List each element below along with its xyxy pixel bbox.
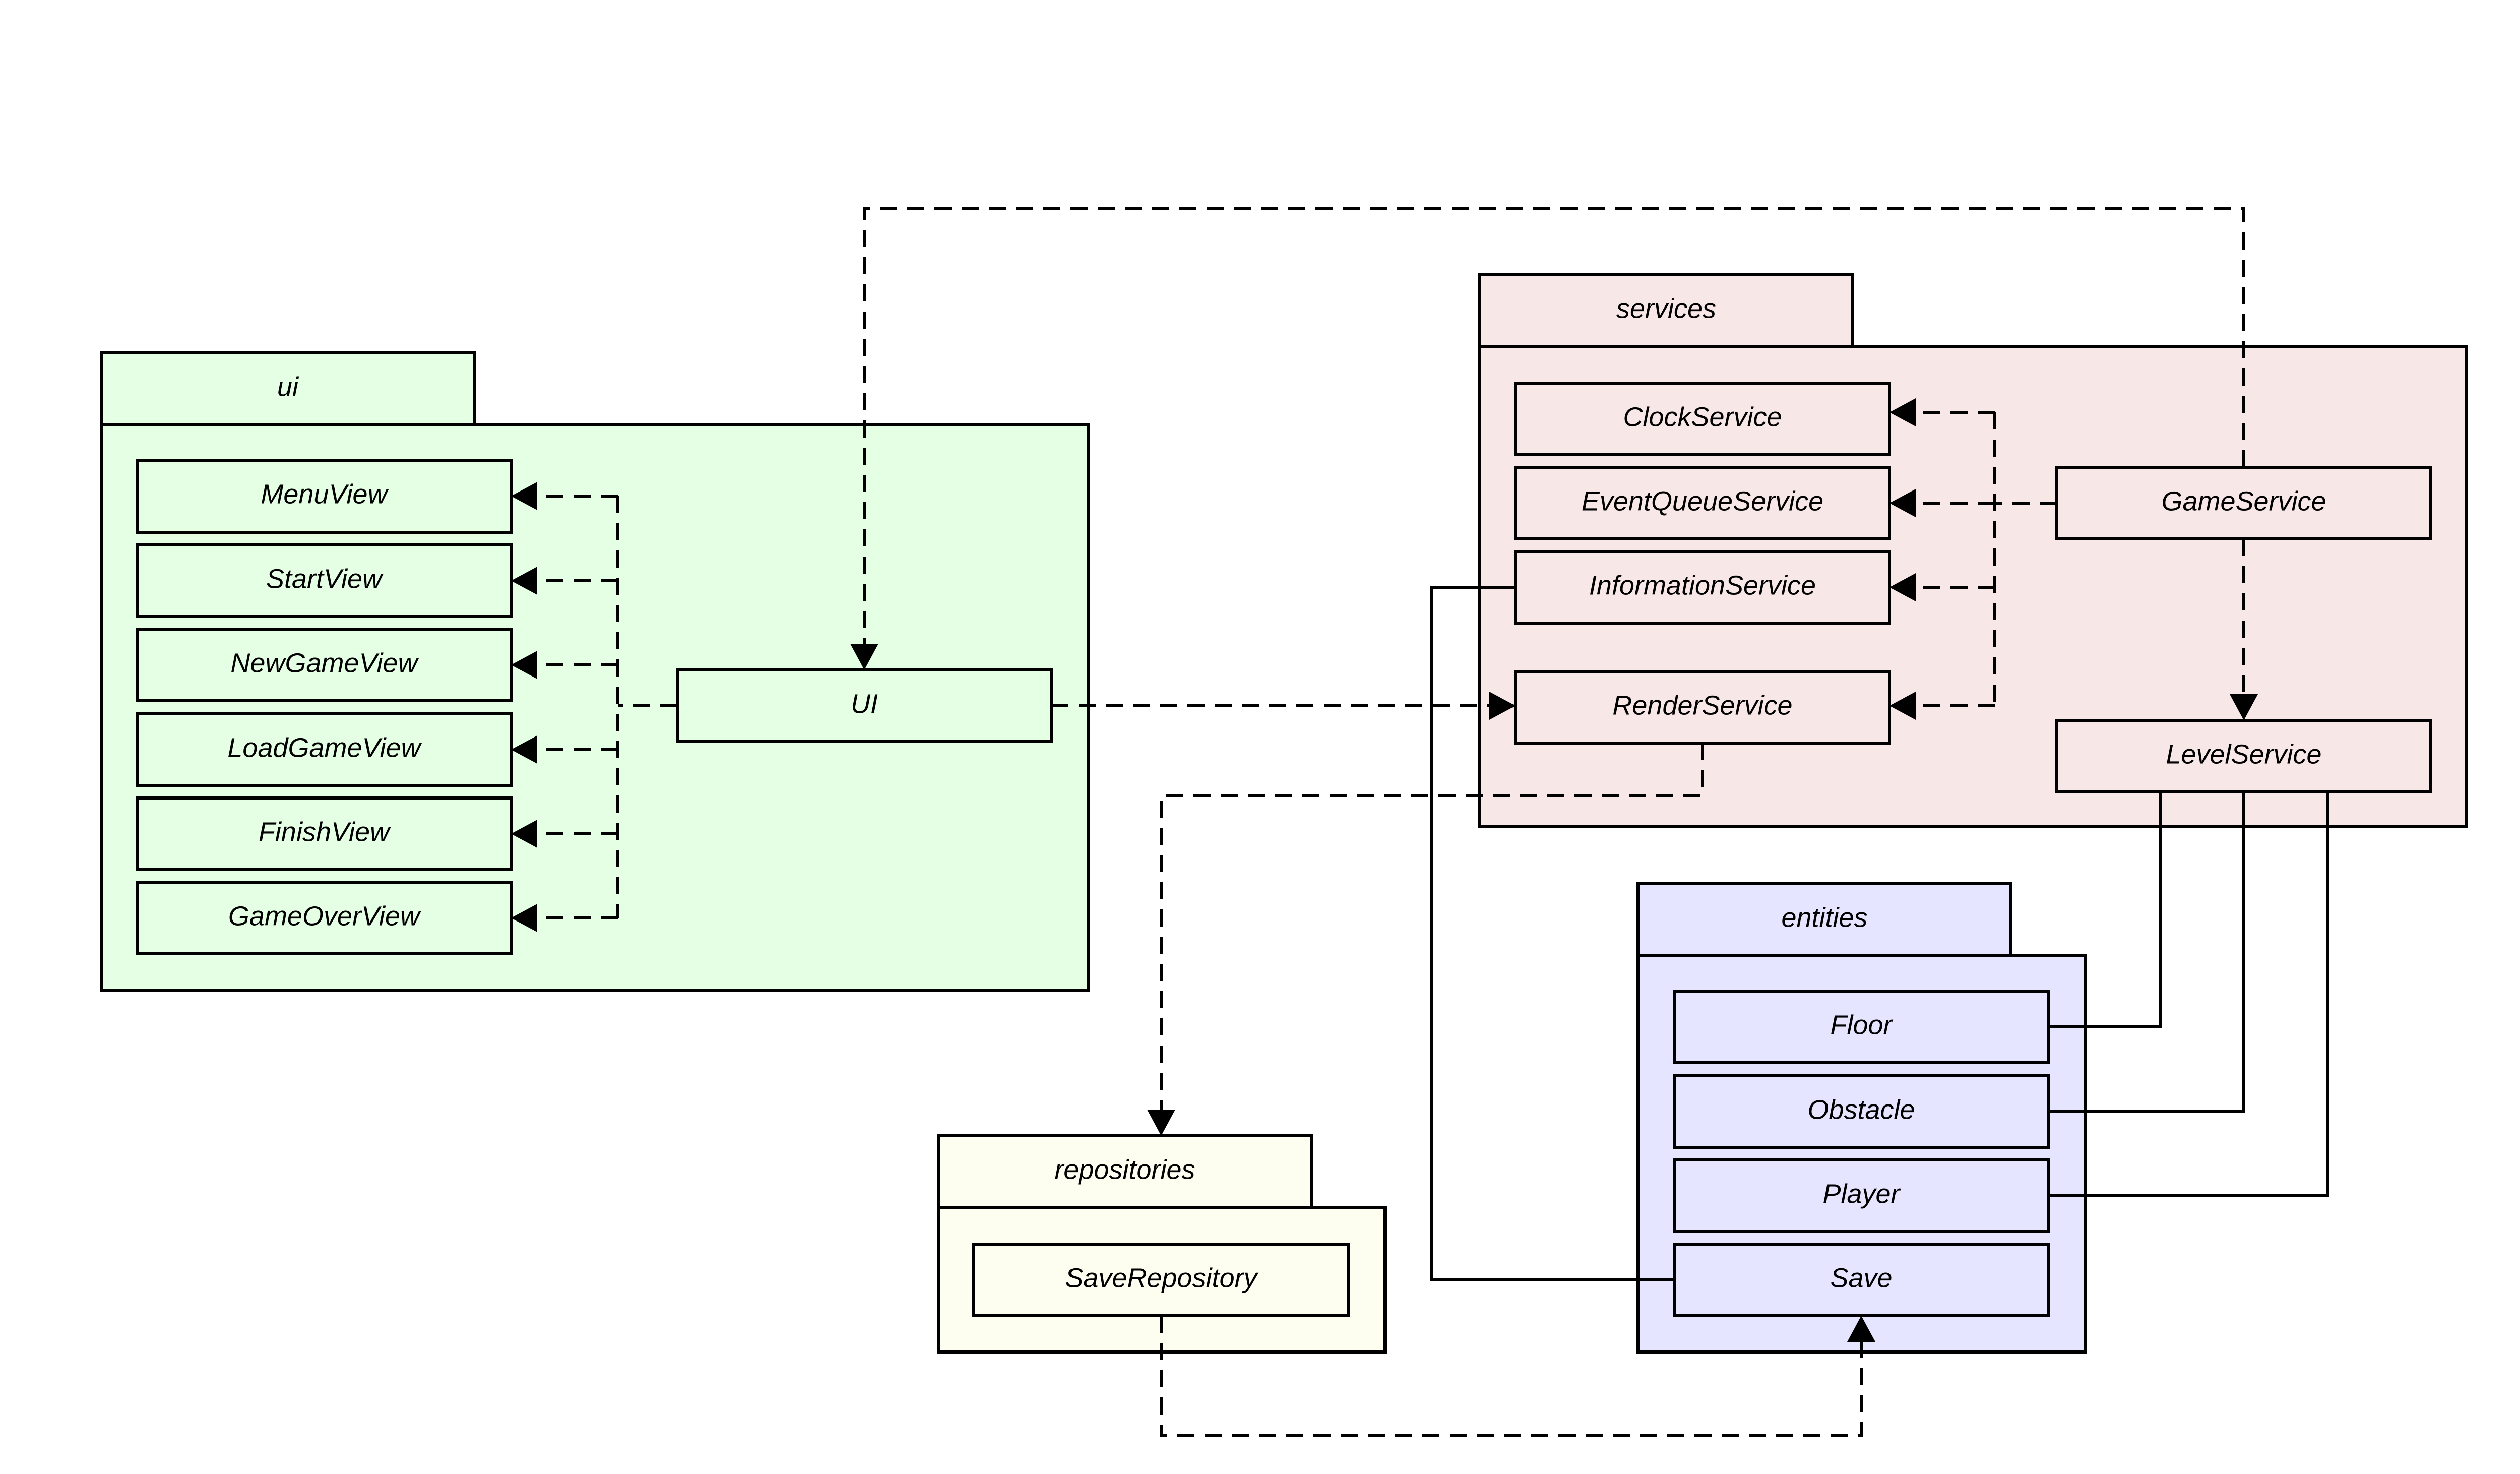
class-start-view[interactable]: StartView [136,543,513,618]
class-level-service[interactable]: LevelService [2055,719,2432,793]
package-ui-name: ui [277,372,299,402]
arrowhead-renderservice [1889,692,1916,720]
class-finish-view[interactable]: FinishView [136,796,513,871]
edge-levelservice-to-floor [2049,792,2162,1028]
class-menu-view-label: MenuView [261,479,389,509]
package-ui-tab [100,351,476,426]
class-player-label: Player [1822,1179,1901,1209]
class-game-service[interactable]: GameService [2055,466,2432,540]
class-save[interactable]: Save [1673,1243,2050,1317]
class-menu-view[interactable]: MenuView [136,459,513,534]
class-level-service-label: LevelService [2166,739,2321,769]
class-game-service-label: GameService [2161,486,2326,516]
class-render-service-label: RenderService [1612,690,1792,720]
class-save-repository[interactable]: SaveRepository [972,1243,1350,1317]
edge-levelservice-to-player [2049,792,2329,1197]
class-new-game-view[interactable]: NewGameView [136,628,513,702]
class-ui-label: UI [851,689,878,719]
arrowhead-menuview [511,482,537,510]
class-clock-service[interactable]: ClockService [1514,382,1891,456]
class-event-queue-service[interactable]: EventQueueService [1514,466,1891,540]
arrowhead-informationservice [1889,573,1916,601]
arrowhead-saverepository [1147,1110,1175,1136]
arrowhead-levelservice [2230,694,2258,720]
class-obstacle[interactable]: Obstacle [1673,1074,2050,1149]
class-game-over-view-box [136,881,513,955]
arrowheads-views [511,482,537,932]
package-services-tab [1478,273,1854,348]
class-render-service-box [1514,670,1891,745]
edge-gameservice-to-ui [863,207,2245,644]
arrowhead-save [1847,1316,1875,1342]
class-player-box [1673,1158,2050,1233]
class-menu-view-box [136,459,513,534]
class-save-label: Save [1830,1263,1892,1293]
class-finish-view-box [136,796,513,871]
edge-levelservice-to-obstacle [2049,792,2245,1113]
arrowhead-clockservice [1889,398,1916,426]
edge-renderservice-to-saverepository [1160,743,1704,1110]
package-entities-name: entities [1781,902,1867,933]
class-player[interactable]: Player [1673,1158,2050,1233]
edge-informationservice-to-save [1430,586,1674,1281]
class-information-service[interactable]: InformationService [1514,550,1891,625]
class-start-view-box [136,543,513,618]
class-floor-label: Floor [1830,1010,1893,1040]
class-finish-view-label: FinishView [259,817,391,847]
class-game-over-view-label: GameOverView [228,901,421,931]
class-obstacle-label: Obstacle [1807,1094,1915,1125]
package-repositories-tab [937,1134,1313,1209]
class-start-view-label: StartView [266,564,384,594]
arrowheads-services [1889,398,1916,720]
class-save-repository-box [972,1243,1350,1317]
class-game-over-view[interactable]: GameOverView [136,881,513,955]
class-clock-service-label: ClockService [1623,402,1782,432]
arrowhead-gameoverview [511,904,537,932]
class-information-service-label: InformationService [1589,570,1816,600]
package-services-name: services [1616,293,1716,324]
package-entities-tab [1636,882,2012,957]
class-floor[interactable]: Floor [1673,990,2050,1064]
class-floor-box [1673,990,2050,1064]
edge-ui-bus [616,496,677,918]
class-load-game-view[interactable]: LoadGameView [136,712,513,787]
edge-gameservice-bus [1993,412,2057,706]
class-load-game-view-label: LoadGameView [227,732,422,763]
arrowhead-eventqueueservice [1889,489,1916,517]
arrowhead-newgameview [511,651,537,679]
package-repositories-name: repositories [1054,1154,1195,1185]
class-event-queue-service-label: EventQueueService [1582,486,1823,516]
arrowhead-startview [511,567,537,595]
edge-saverepository-to-save [1160,1316,1863,1437]
class-new-game-view-label: NewGameView [230,648,419,678]
arrowhead-finishview [511,820,537,848]
class-new-game-view-box [136,628,513,702]
class-ui-box [676,668,1053,743]
arrowhead-ui-from-gameservice [850,644,878,670]
class-clock-service-box [1514,382,1891,456]
class-save-repository-label: SaveRepository [1065,1263,1258,1293]
arrowhead-renderservice-from-ui [1489,692,1516,720]
class-render-service[interactable]: RenderService [1514,670,1891,745]
class-event-queue-service-box [1514,466,1891,540]
class-ui[interactable]: UI [676,668,1053,743]
arrowhead-loadgameview [511,735,537,764]
